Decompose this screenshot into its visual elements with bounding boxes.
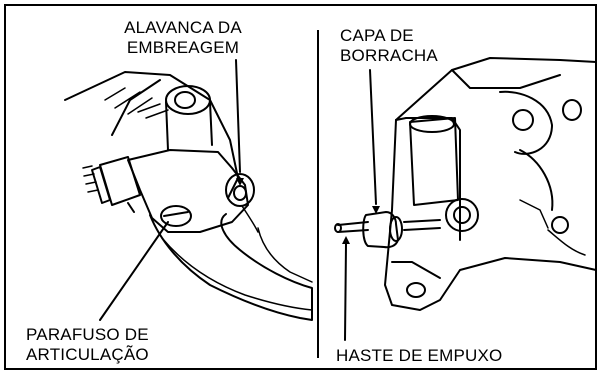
rubber-cap <box>362 211 399 249</box>
outer-border <box>4 4 597 370</box>
switch-housing <box>99 156 141 206</box>
label-push-rod: HASTE DE EMPUXO <box>336 346 502 366</box>
label-pivot-bolt: PARAFUSO DE ARTICULAÇÃO <box>26 325 149 365</box>
bracket-boss <box>165 85 211 115</box>
crankcase-outline <box>395 57 597 121</box>
label-pivot-bolt-line2: ARTICULAÇÃO <box>26 345 149 364</box>
label-clutch-lever-line1: ALAVANCA DA <box>124 18 242 37</box>
label-rubber-cap-line2: BORRACHA <box>340 46 438 65</box>
push-rod-bore <box>445 198 479 232</box>
label-clutch-lever-line2: EMBREAGEM <box>126 38 240 57</box>
clutch-lever-assembly <box>64 59 313 321</box>
label-pivot-bolt-line1: PARAFUSO DE <box>26 325 149 344</box>
label-clutch-lever: ALAVANCA DA EMBREAGEM <box>108 18 258 58</box>
label-rubber-cap-line1: CAPA DE <box>340 26 414 45</box>
leader-clutch-lever <box>235 59 241 173</box>
leader-pivot-bolt <box>99 221 169 321</box>
label-push-rod-line1: HASTE DE EMPUXO <box>336 346 503 365</box>
label-rubber-cap: CAPA DE BORRACHA <box>340 26 438 66</box>
leader-push-rod <box>344 243 347 341</box>
lever-housing <box>127 149 249 233</box>
clutch-lever-blade <box>149 213 313 321</box>
pivot-bolt <box>160 205 192 227</box>
crankcase-assembly <box>334 57 597 341</box>
leader-rubber-cap <box>369 69 377 205</box>
